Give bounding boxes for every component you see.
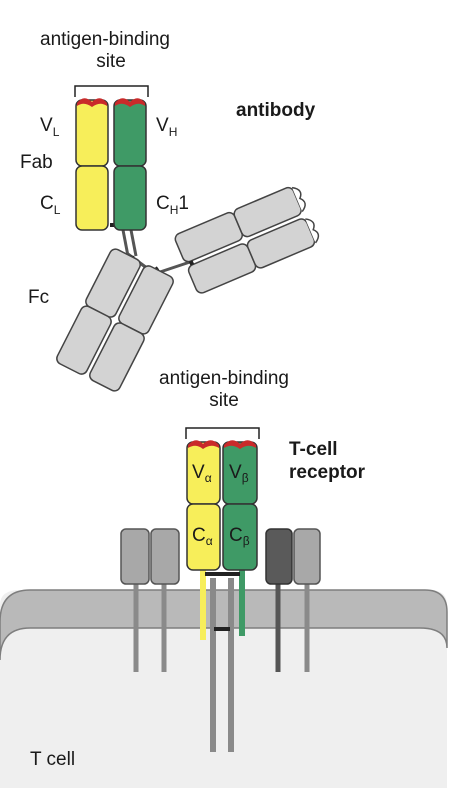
tcr-binding-site	[188, 440, 219, 449]
protein-domain	[150, 528, 180, 585]
cell-membrane	[0, 589, 448, 661]
tcr-vb-label: Vβ	[229, 462, 249, 485]
antibody-fab-label: Fab	[20, 152, 53, 173]
fab-tip	[291, 186, 306, 213]
antibody-hinge	[129, 229, 138, 257]
antibody-hinge	[159, 260, 191, 274]
antibody-cl-label: CL	[40, 193, 61, 217]
tcr-title: receptor	[289, 462, 366, 483]
antibody-vh	[113, 99, 147, 167]
protein-domain	[293, 528, 321, 585]
cell-body	[0, 590, 447, 788]
antibody-site-label: antigen-binding	[40, 29, 170, 50]
fc-domain	[56, 305, 112, 375]
tcr-title: T-cell	[289, 439, 338, 460]
tcr-site-label: antigen-binding	[159, 368, 289, 389]
antibody-labels: antigen-binding site VL VH Fab CL CH1 an…	[20, 29, 316, 308]
tcr-va-label: Vα	[192, 462, 212, 485]
membrane-proteins	[120, 528, 321, 752]
antibody-hinge	[121, 229, 130, 257]
antibody-second-fab	[174, 186, 320, 294]
tcr-cb-label: Cβ	[229, 525, 250, 548]
antibody-fc-label: Fc	[28, 287, 49, 308]
tcr-c-beta	[222, 503, 258, 571]
antibody-fc	[56, 248, 174, 392]
tcr-site-label: site	[209, 390, 239, 411]
antibody-binding-site	[115, 98, 145, 107]
fc-domain	[89, 322, 145, 392]
antibody-cl	[75, 165, 109, 231]
t-cell-label: T cell	[30, 749, 75, 770]
antibody	[56, 85, 320, 392]
tcr-binding-site	[224, 440, 256, 449]
fab-tip	[305, 218, 320, 244]
antibody-site-label: site	[96, 51, 126, 72]
antibody-vh-label: VH	[156, 115, 177, 139]
protein-domain	[120, 528, 150, 585]
antibody-title: antibody	[236, 100, 316, 121]
tcr-labels: antigen-binding site T-cell receptor Vα …	[159, 368, 366, 548]
antibody-binding-site	[77, 98, 107, 107]
t-cell-receptor	[185, 427, 260, 640]
tcr-site-bracket	[185, 427, 260, 439]
antibody-ch1-label: CH1	[156, 193, 189, 217]
fab-disulfide	[188, 260, 195, 266]
protein-domain-dark	[265, 528, 293, 585]
tcr-ca-label: Cα	[192, 525, 213, 548]
antibody-vl-label: VL	[40, 115, 60, 139]
antibody-ch1	[113, 165, 147, 231]
antibody-site-bracket	[74, 85, 149, 97]
antibody-vl	[75, 99, 109, 167]
t-cell	[0, 589, 448, 788]
tcr-c-alpha	[186, 503, 221, 571]
